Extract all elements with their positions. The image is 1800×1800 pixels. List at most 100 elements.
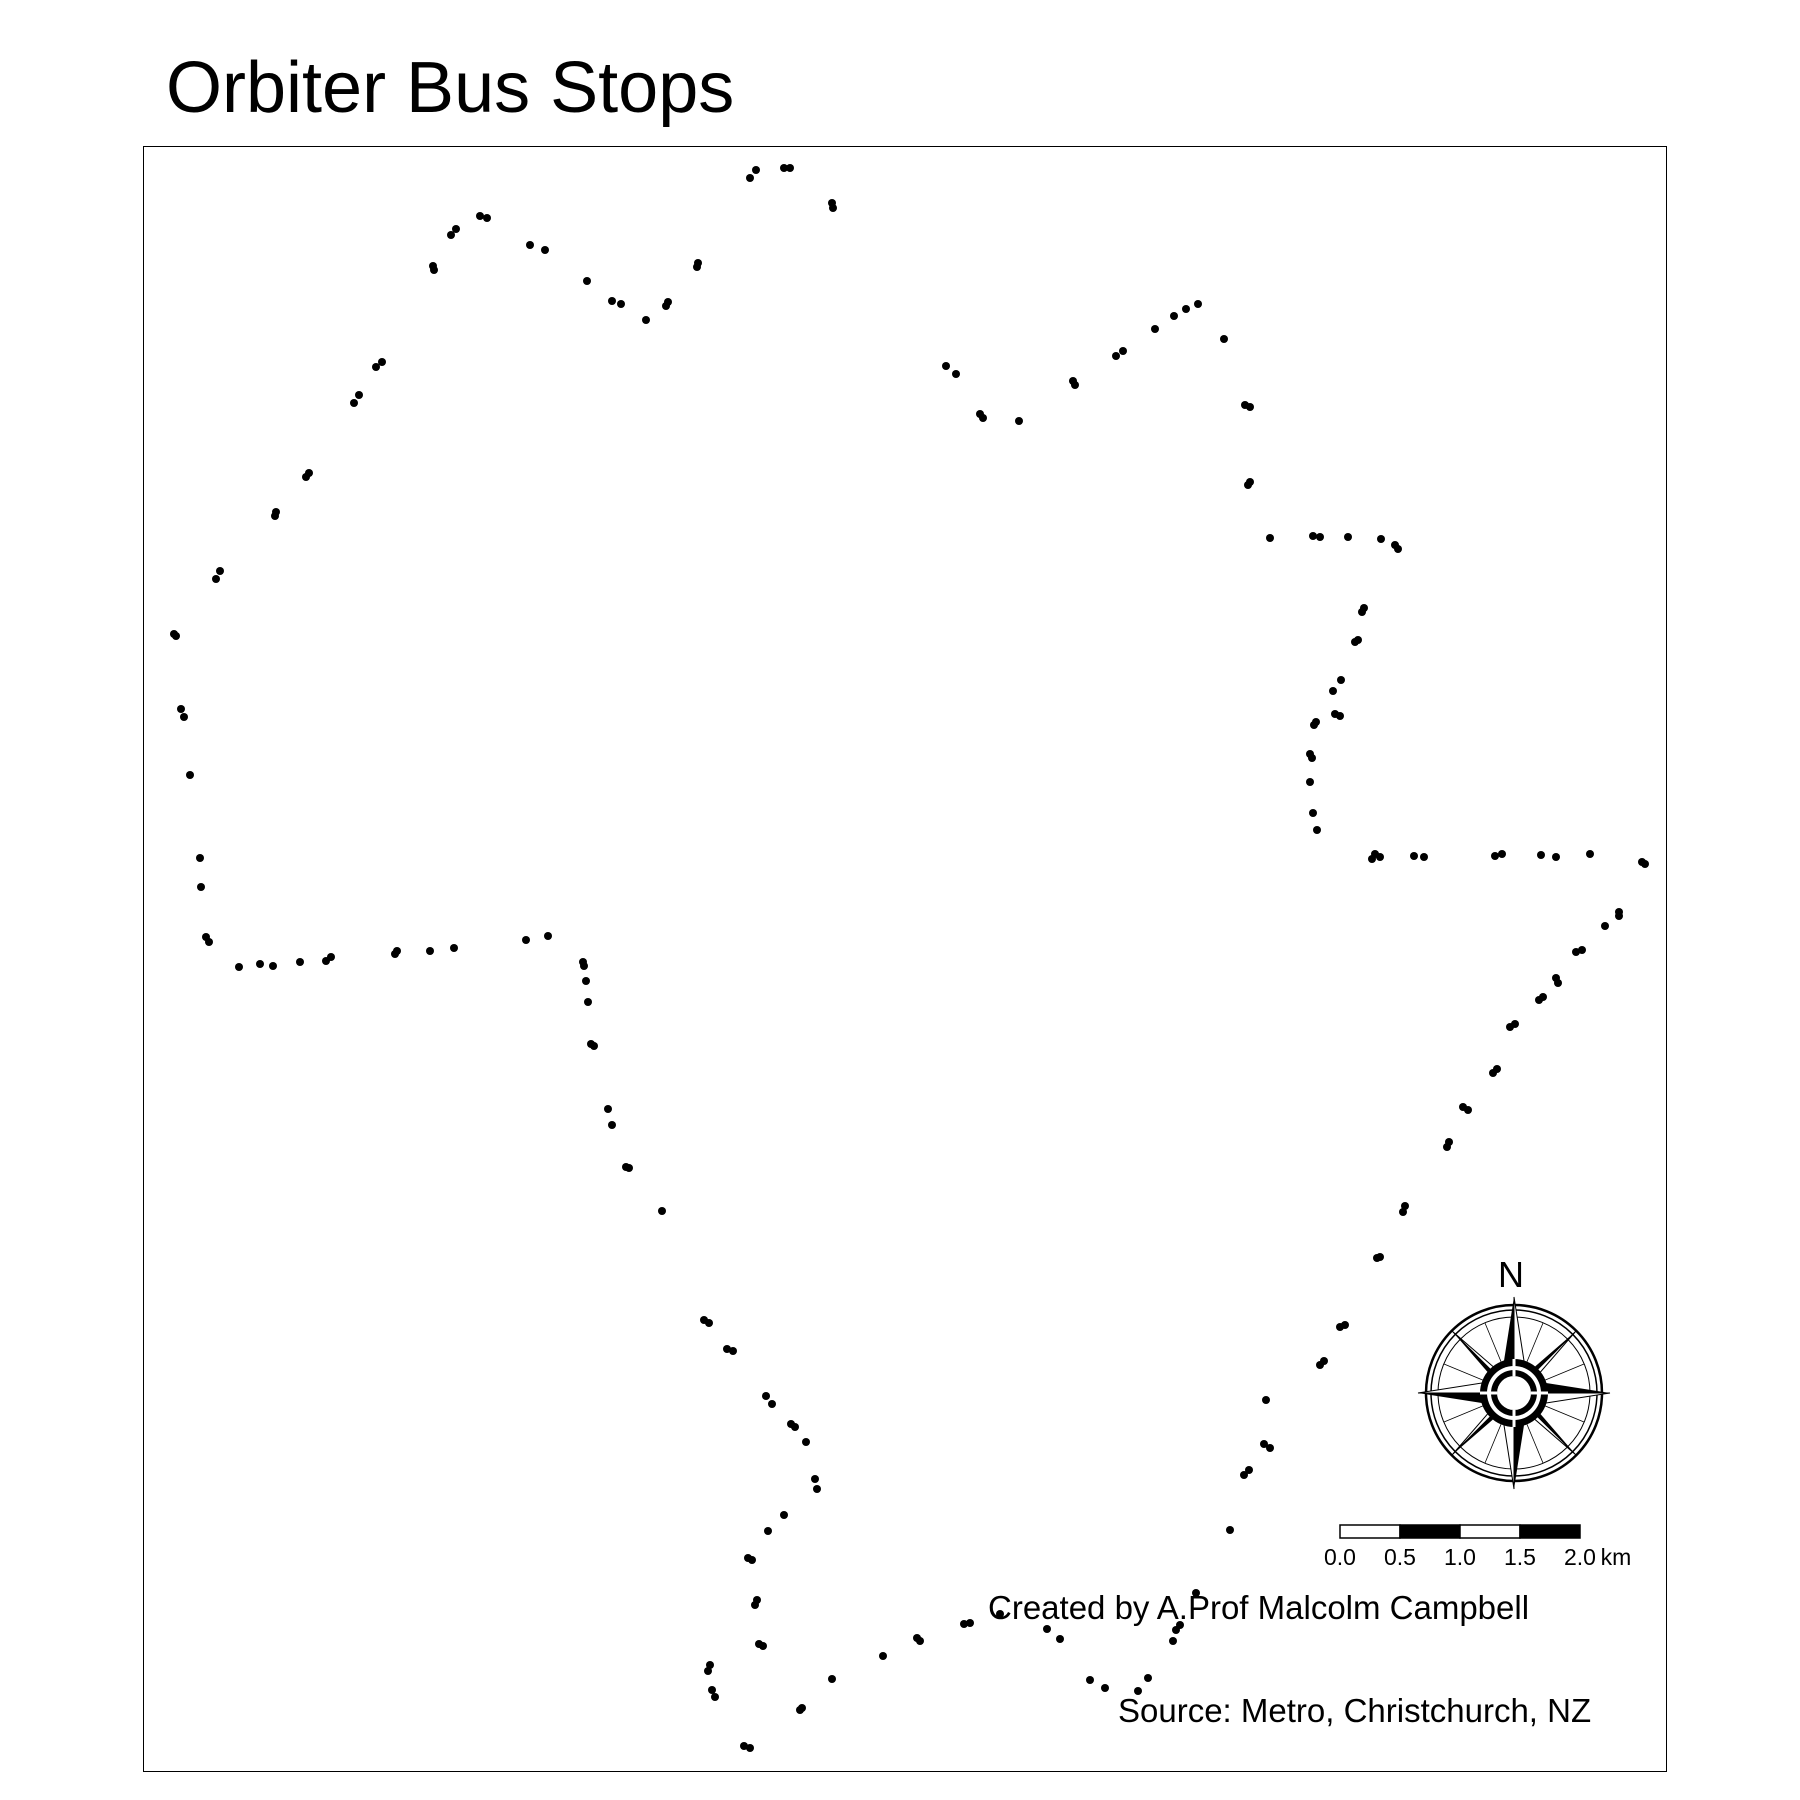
scale-tick-label-0: 0.0 bbox=[1324, 1544, 1356, 1570]
bus-stop-point bbox=[590, 1042, 598, 1050]
bus-stop-point bbox=[752, 166, 760, 174]
bus-stop-point bbox=[1260, 1440, 1268, 1448]
bus-stop-point bbox=[1220, 335, 1228, 343]
bus-stop-point bbox=[976, 410, 984, 418]
bus-stop-point bbox=[1312, 718, 1320, 726]
bus-stop-point bbox=[1539, 993, 1547, 1001]
bus-stop-point bbox=[705, 1319, 713, 1327]
bus-stop-point bbox=[580, 962, 588, 970]
bus-stop-point bbox=[372, 363, 380, 371]
bus-stop-point bbox=[952, 370, 960, 378]
source-text: Source: Metro, Christchurch, NZ bbox=[1118, 1692, 1592, 1729]
bus-stop-point bbox=[802, 1438, 810, 1446]
bus-stop-point bbox=[196, 854, 204, 862]
bus-stop-point bbox=[1306, 778, 1314, 786]
bus-stop-point bbox=[197, 883, 205, 891]
bus-stop-point bbox=[604, 1105, 612, 1113]
bus-stop-point bbox=[1601, 922, 1609, 930]
bus-stop-point bbox=[1306, 750, 1314, 758]
bus-stop-point bbox=[811, 1475, 819, 1483]
bus-stop-point bbox=[544, 932, 552, 940]
bus-stop-point bbox=[704, 1667, 712, 1675]
bus-stop-point bbox=[913, 1634, 921, 1642]
bus-stop-point bbox=[780, 164, 788, 172]
bus-stops-layer bbox=[170, 164, 1649, 1752]
bus-stop-point bbox=[1309, 532, 1317, 540]
bus-stop-point bbox=[1552, 974, 1560, 982]
bus-stop-point bbox=[1578, 946, 1586, 954]
scale-tick-label-3: 1.5 bbox=[1504, 1544, 1536, 1570]
scale-bar: 0.0 0.5 1.0 1.5 2.0 km bbox=[1324, 1524, 1631, 1570]
bus-stop-point bbox=[751, 1601, 759, 1609]
bus-stop-point bbox=[526, 241, 534, 249]
bus-stop-point bbox=[1586, 850, 1594, 858]
bus-stop-point bbox=[768, 1400, 776, 1408]
bus-stop-point bbox=[748, 1556, 756, 1564]
bus-stop-point bbox=[1464, 1106, 1472, 1114]
map-title: Orbiter Bus Stops bbox=[166, 48, 735, 128]
bus-stop-point bbox=[584, 998, 592, 1006]
bus-stop-point bbox=[1309, 809, 1317, 817]
north-label: N bbox=[1498, 1254, 1524, 1295]
bus-stop-point bbox=[786, 164, 794, 172]
bus-stop-point bbox=[216, 567, 224, 575]
bus-stop-point bbox=[1552, 853, 1560, 861]
bus-stop-point bbox=[1194, 300, 1202, 308]
bus-stop-point bbox=[1344, 533, 1352, 541]
bus-stop-point bbox=[1246, 478, 1254, 486]
bus-stop-point bbox=[1069, 377, 1077, 385]
bus-stop-point bbox=[271, 512, 279, 520]
bus-stop-point bbox=[1391, 541, 1399, 549]
scale-tick-label-1: 0.5 bbox=[1384, 1544, 1416, 1570]
bus-stop-point bbox=[642, 316, 650, 324]
bus-stop-point bbox=[729, 1347, 737, 1355]
bus-stop-point bbox=[327, 953, 335, 961]
bus-stop-point bbox=[1498, 850, 1506, 858]
bus-stop-point bbox=[1119, 347, 1127, 355]
scale-tick-label-2: 1.0 bbox=[1444, 1544, 1476, 1570]
bus-stop-point bbox=[1401, 1202, 1409, 1210]
bus-stop-point bbox=[1641, 860, 1649, 868]
bus-stop-point bbox=[541, 246, 549, 254]
bus-stop-point bbox=[302, 473, 310, 481]
bus-stop-point bbox=[355, 391, 363, 399]
bus-stop-point bbox=[1245, 1466, 1253, 1474]
bus-stop-point bbox=[658, 1207, 666, 1215]
scale-segment-2 bbox=[1399, 1524, 1461, 1539]
bus-stop-point bbox=[708, 1686, 716, 1694]
bus-stop-point bbox=[476, 212, 484, 220]
bus-stop-point bbox=[813, 1485, 821, 1493]
bus-stop-point bbox=[1377, 535, 1385, 543]
bus-stop-point bbox=[1266, 534, 1274, 542]
bus-stop-point bbox=[1246, 403, 1254, 411]
bus-stop-point bbox=[1316, 533, 1324, 541]
bus-stop-point bbox=[762, 1392, 770, 1400]
bus-stop-point bbox=[1262, 1396, 1270, 1404]
scale-segment-3 bbox=[1459, 1524, 1521, 1539]
bus-stop-point bbox=[256, 960, 264, 968]
scale-segment-4 bbox=[1519, 1524, 1581, 1539]
bus-stop-point bbox=[694, 259, 702, 267]
bus-stop-point bbox=[269, 962, 277, 970]
bus-stop-point bbox=[1043, 1625, 1051, 1633]
bus-stop-point bbox=[483, 214, 491, 222]
bus-stop-point bbox=[1376, 1253, 1384, 1261]
bus-stop-point bbox=[1354, 636, 1362, 644]
bus-stop-point bbox=[1169, 1637, 1177, 1645]
bus-stop-point bbox=[1511, 1020, 1519, 1028]
bus-stop-point bbox=[608, 1121, 616, 1129]
bus-stop-point bbox=[1360, 604, 1368, 612]
bus-stop-point bbox=[791, 1423, 799, 1431]
bus-stop-point bbox=[212, 575, 220, 583]
bus-stop-point bbox=[746, 174, 754, 182]
bus-stop-point bbox=[617, 300, 625, 308]
bus-stop-point bbox=[1615, 908, 1623, 916]
bus-stop-point bbox=[1226, 1526, 1234, 1534]
bus-stop-point bbox=[746, 1744, 754, 1752]
bus-stop-point bbox=[966, 1619, 974, 1627]
bus-stop-point bbox=[1336, 712, 1344, 720]
bus-stop-point bbox=[296, 958, 304, 966]
bus-stop-point bbox=[450, 944, 458, 952]
bus-stop-point bbox=[1329, 687, 1337, 695]
